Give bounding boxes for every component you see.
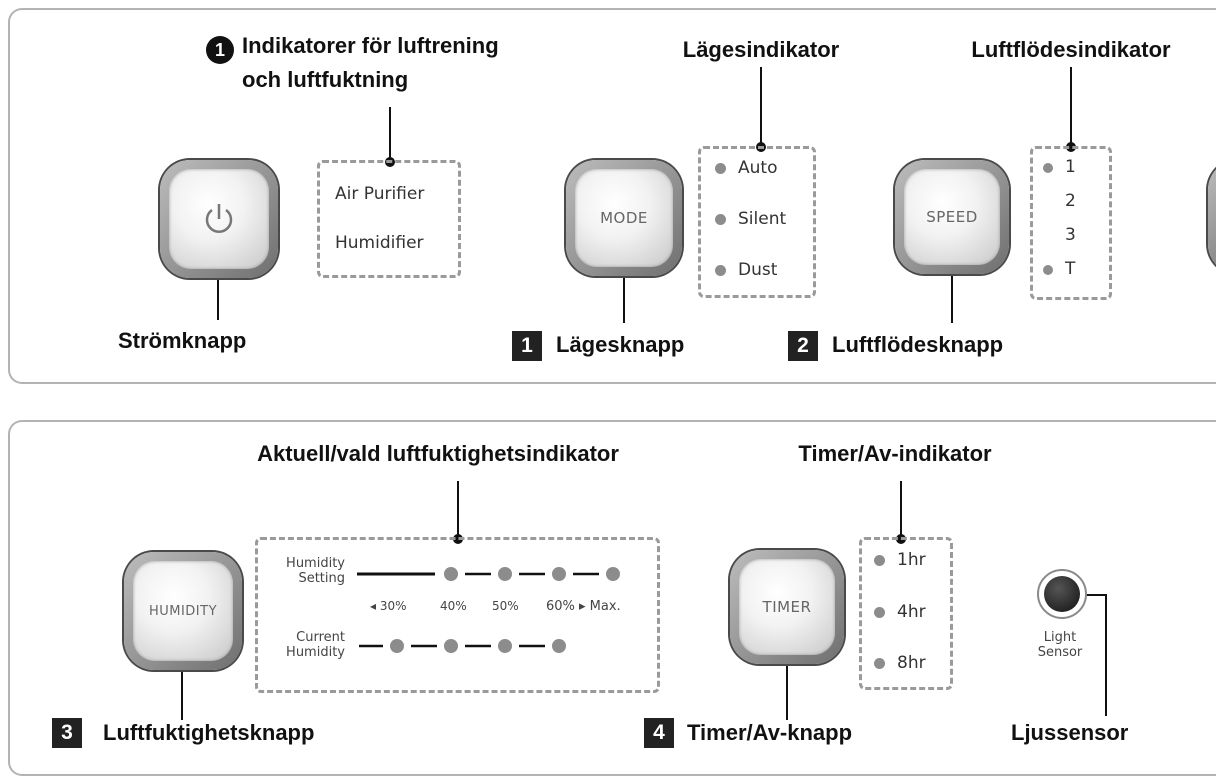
timer-8hr-text: 8hr — [897, 653, 926, 673]
light-sensor-lens — [1044, 576, 1080, 612]
current-humidity-scale — [359, 639, 566, 653]
mode-dust-text: Dust — [738, 260, 778, 280]
callout-badge: 1 — [206, 36, 234, 64]
mode-button-label: Lägesknapp — [556, 332, 685, 357]
mode-auto-led: Auto — [715, 158, 777, 178]
callout-badge: 3 — [52, 718, 82, 748]
mode-indicator-label: Lägesindikator — [682, 37, 840, 62]
humidity-button-text: HUMIDITY — [148, 603, 218, 619]
partial-button — [1208, 160, 1216, 274]
led-dot — [715, 162, 726, 174]
speed-1-led — [1043, 163, 1053, 173]
callout-badge: 2 — [788, 331, 818, 361]
light-sensor-text: Light Sensor — [1020, 630, 1100, 660]
speed-indicator-box — [1030, 146, 1112, 300]
mode-button[interactable]: MODE — [566, 160, 682, 276]
humidity-indicator-box — [255, 537, 660, 693]
scale-tick-60-max: 60% ▸ Max. — [546, 599, 621, 614]
humidity-setting-label: Humidity Setting — [260, 556, 345, 586]
light-sensor-text-line2: Sensor — [1037, 645, 1083, 660]
callout-badge: 1 — [512, 331, 542, 361]
humidity-indicator-label: Aktuell/vald luftfuktighetsindikator — [257, 441, 619, 466]
mode-silent-text: Silent — [738, 209, 787, 229]
humidity-setting-scale — [357, 567, 620, 581]
scale-tick-30: ◂ 30% — [370, 599, 407, 613]
timer-4hr-text: 4hr — [897, 602, 926, 622]
light-sensor — [1037, 569, 1087, 619]
timer-button-label: Timer/Av-knapp — [687, 720, 853, 745]
indicator-group-label-line2: och luftfuktning — [242, 67, 409, 92]
humidity-button-label: Luftfuktighetsknapp — [103, 720, 315, 745]
timer-button-text: TIMER — [762, 598, 812, 616]
callout-badge: 4 — [644, 718, 674, 748]
speed-button-text: SPEED — [926, 208, 978, 226]
led-dot — [874, 657, 885, 669]
speed-2-text: 2 — [1065, 191, 1076, 211]
timer-1hr-led: 1hr — [874, 550, 926, 570]
mode-silent-led: Silent — [715, 209, 786, 229]
led-dot — [715, 213, 726, 225]
mode-auto-text: Auto — [738, 158, 778, 178]
timer-4hr-led: 4hr — [874, 602, 926, 622]
led-dot — [874, 606, 885, 618]
scale-tick-50: 50% — [492, 599, 519, 613]
humidity-setting-line2: Setting — [298, 571, 345, 586]
power-icon — [205, 204, 233, 233]
timer-1hr-text: 1hr — [897, 550, 926, 570]
speed-t-led — [1043, 265, 1053, 275]
light-sensor-label: Ljussensor — [1011, 720, 1129, 745]
timer-indicator-label: Timer/Av-indikator — [798, 441, 992, 466]
speed-3-text: 3 — [1065, 225, 1076, 245]
air-purifier-indicator: Air Purifier — [335, 184, 425, 204]
power-button[interactable] — [160, 160, 278, 278]
timer-8hr-led: 8hr — [874, 653, 926, 673]
humidifier-indicator: Humidifier — [335, 233, 424, 253]
current-humidity-line2: Humidity — [286, 645, 345, 660]
led-dot — [715, 264, 726, 276]
timer-button[interactable]: TIMER — [730, 550, 844, 664]
speed-t-text: T — [1065, 259, 1076, 279]
scale-tick-40: 40% — [440, 599, 467, 613]
mode-button-text: MODE — [600, 209, 648, 227]
speed-indicator-label: Luftflödesindikator — [971, 37, 1171, 62]
indicator-group-label-line1: Indikatorer för luftrening — [242, 33, 499, 58]
mode-indicator-box — [698, 146, 816, 298]
timer-indicator-box — [859, 537, 953, 690]
current-humidity-line1: Current — [296, 630, 345, 645]
speed-1-text: 1 — [1065, 157, 1076, 177]
humidity-button[interactable]: HUMIDITY — [124, 552, 242, 670]
speed-button-label: Luftflödesknapp — [832, 332, 1004, 357]
current-humidity-label: Current Humidity — [260, 630, 345, 660]
humidity-setting-line1: Humidity — [286, 556, 345, 571]
power-button-label: Strömknapp — [118, 328, 247, 353]
speed-button[interactable]: SPEED — [895, 160, 1009, 274]
mode-dust-led: Dust — [715, 260, 777, 280]
purifier-humidifier-indicator-box — [317, 160, 461, 278]
light-sensor-text-line1: Light — [1043, 630, 1077, 645]
led-dot — [874, 554, 885, 566]
